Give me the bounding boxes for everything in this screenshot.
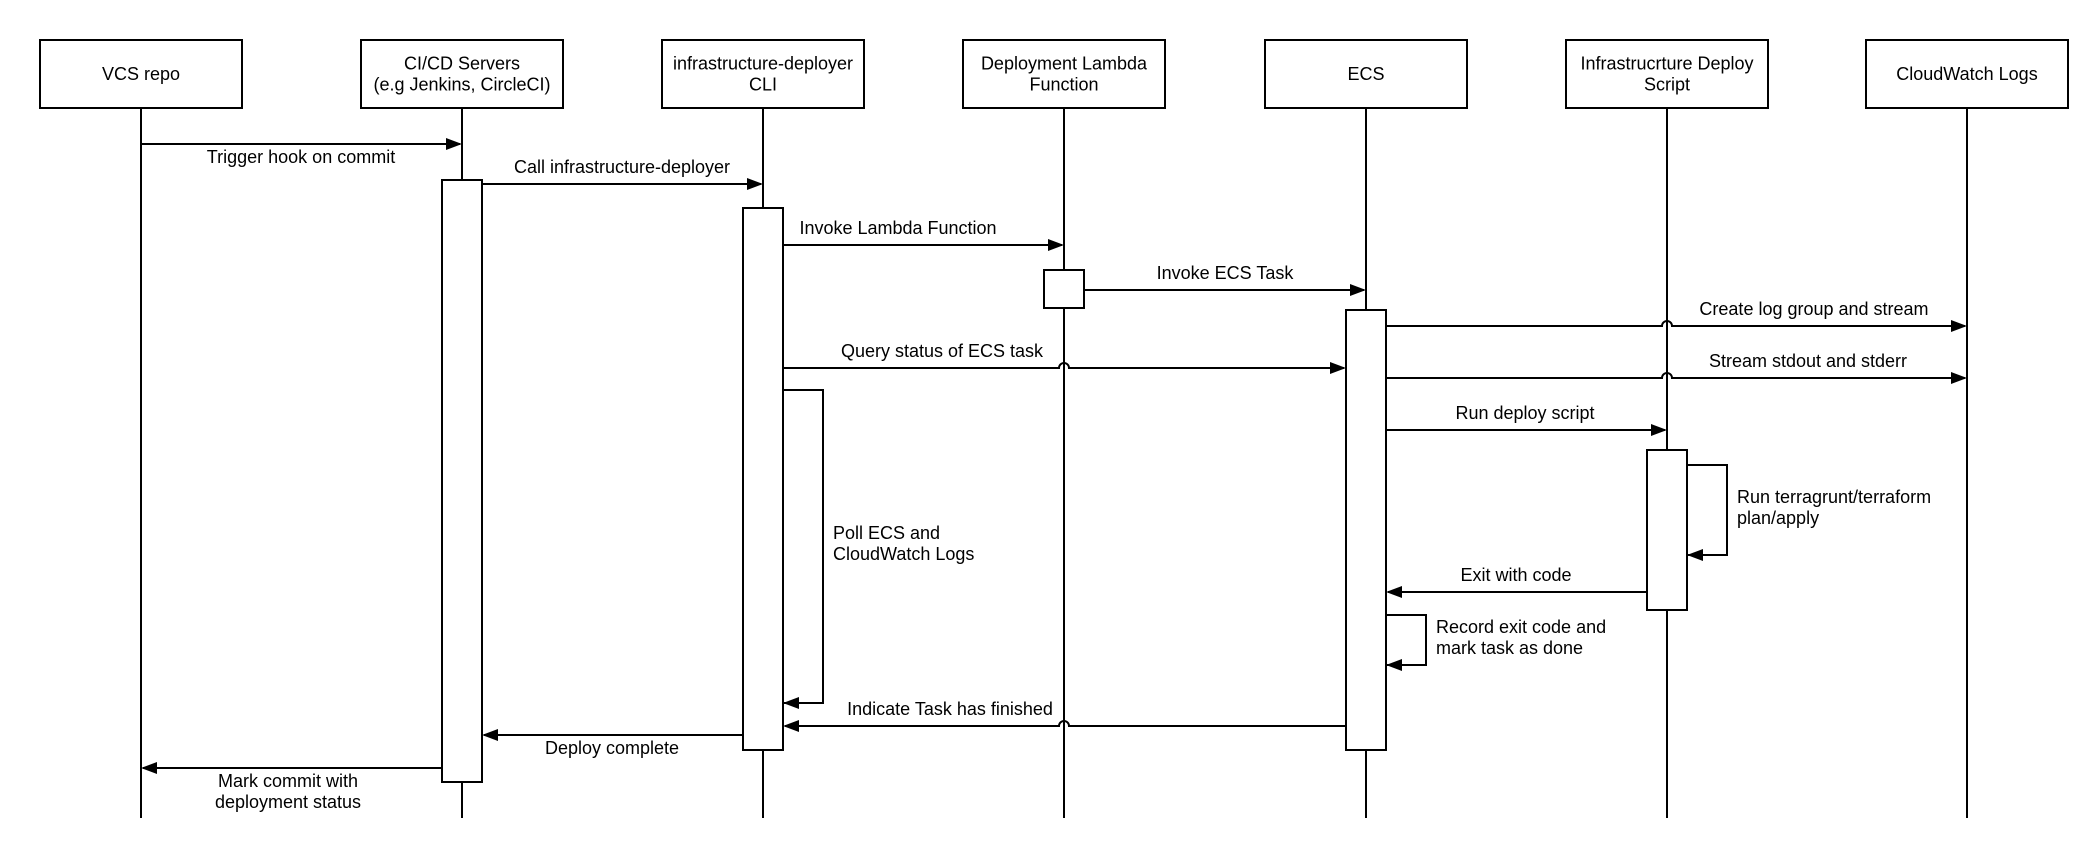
activation-bars <box>441 179 1688 783</box>
lifelines <box>140 108 1968 818</box>
message-trigger-hook: Trigger hook on commit <box>141 138 462 167</box>
arrowhead <box>1651 424 1667 436</box>
message-invoke-lambda: Invoke Lambda Function <box>783 218 1064 251</box>
arrowhead <box>1687 549 1703 561</box>
message-label: Call infrastructure-deployer <box>514 157 730 177</box>
arrowhead <box>783 720 799 732</box>
arrowhead <box>1951 320 1967 332</box>
participant-cicd: CI/CD Servers(e.g Jenkins, CircleCI) <box>360 39 564 109</box>
activation-bar-lambda <box>1043 269 1085 309</box>
participant-ecs: ECS <box>1264 39 1468 109</box>
message-label: Query status of ECS task <box>841 341 1044 361</box>
participant-label: CloudWatch Logs <box>1896 64 2037 84</box>
participant-box <box>1565 39 1769 109</box>
participant-vcs: VCS repo <box>39 39 243 109</box>
message-deploy-complete: Deploy complete <box>482 729 743 758</box>
arrowhead <box>446 138 462 150</box>
arrowhead <box>1386 659 1402 671</box>
message-create-log-group: Create log group and stream <box>1386 299 1967 332</box>
activation-bar-cli <box>742 207 784 751</box>
message-label: Run terragrunt/terraform <box>1737 487 1931 507</box>
arrowhead <box>1330 362 1346 374</box>
participant-logs: CloudWatch Logs <box>1865 39 2069 109</box>
participant-box <box>39 39 243 109</box>
participant-box <box>962 39 1166 109</box>
message-label: Run deploy script <box>1455 403 1594 423</box>
participant-label: CI/CD Servers <box>404 54 520 74</box>
message-run-deploy-script: Run deploy script <box>1386 403 1667 436</box>
participant-label: Function <box>1029 75 1098 95</box>
activation-bar-cicd <box>441 179 483 783</box>
participant-box <box>1865 39 2069 109</box>
message-label: Invoke Lambda Function <box>799 218 996 238</box>
participant-box <box>661 39 865 109</box>
message-call-deployer: Call infrastructure-deployer <box>482 157 763 190</box>
message-line <box>1386 372 1965 379</box>
message-label: Deploy complete <box>545 738 679 758</box>
participant-label: (e.g Jenkins, CircleCI) <box>373 75 550 95</box>
participant-label: Infrastrucrture Deploy <box>1580 54 1753 74</box>
arrowhead <box>1048 239 1064 251</box>
message-label: Stream stdout and stderr <box>1709 351 1907 371</box>
activation-bar-ecs <box>1345 309 1387 751</box>
activation-bar-script <box>1646 449 1688 611</box>
message-indicate-finished: Indicate Task has finished <box>783 699 1346 732</box>
participant-label: infrastructure-deployer <box>673 54 853 74</box>
message-label: deployment status <box>215 792 361 812</box>
participant-label: CLI <box>749 75 777 95</box>
self-message-line <box>1687 464 1728 556</box>
message-label: Mark commit with <box>218 771 358 791</box>
message-stream-output: Stream stdout and stderr <box>1386 351 1967 384</box>
arrowhead <box>747 178 763 190</box>
arrowhead <box>482 729 498 741</box>
message-query-status: Query status of ECS task <box>783 341 1346 374</box>
message-label: mark task as done <box>1436 638 1583 658</box>
participant-label: Deployment Lambda <box>981 54 1148 74</box>
participant-box <box>360 39 564 109</box>
arrowhead <box>1951 372 1967 384</box>
participant-label: Script <box>1644 75 1690 95</box>
message-label: Record exit code and <box>1436 617 1606 637</box>
message-exit-with-code: Exit with code <box>1386 565 1647 598</box>
message-label: Indicate Task has finished <box>847 699 1053 719</box>
message-line <box>1386 320 1965 327</box>
message-label: Exit with code <box>1460 565 1571 585</box>
message-label: Create log group and stream <box>1699 299 1928 319</box>
arrowhead <box>1350 284 1366 296</box>
message-label: Poll ECS and <box>833 523 940 543</box>
message-label: CloudWatch Logs <box>833 544 974 564</box>
participants: VCS repo CI/CD Servers(e.g Jenkins, Circl… <box>39 39 2069 109</box>
participant-label: VCS repo <box>102 64 180 84</box>
message-label: Trigger hook on commit <box>207 147 395 167</box>
self-message-line <box>1386 614 1427 666</box>
arrowhead <box>783 697 799 709</box>
message-line <box>785 720 1346 727</box>
participant-label: ECS <box>1347 64 1384 84</box>
arrowhead <box>141 762 157 774</box>
self-message-line <box>783 389 824 704</box>
message-invoke-ecs-task: Invoke ECS Task <box>1084 263 1366 296</box>
participant-box <box>1264 39 1468 109</box>
message-line <box>783 362 1344 369</box>
message-label: plan/apply <box>1737 508 1819 528</box>
arrowhead <box>1386 586 1402 598</box>
message-label: Invoke ECS Task <box>1157 263 1295 283</box>
